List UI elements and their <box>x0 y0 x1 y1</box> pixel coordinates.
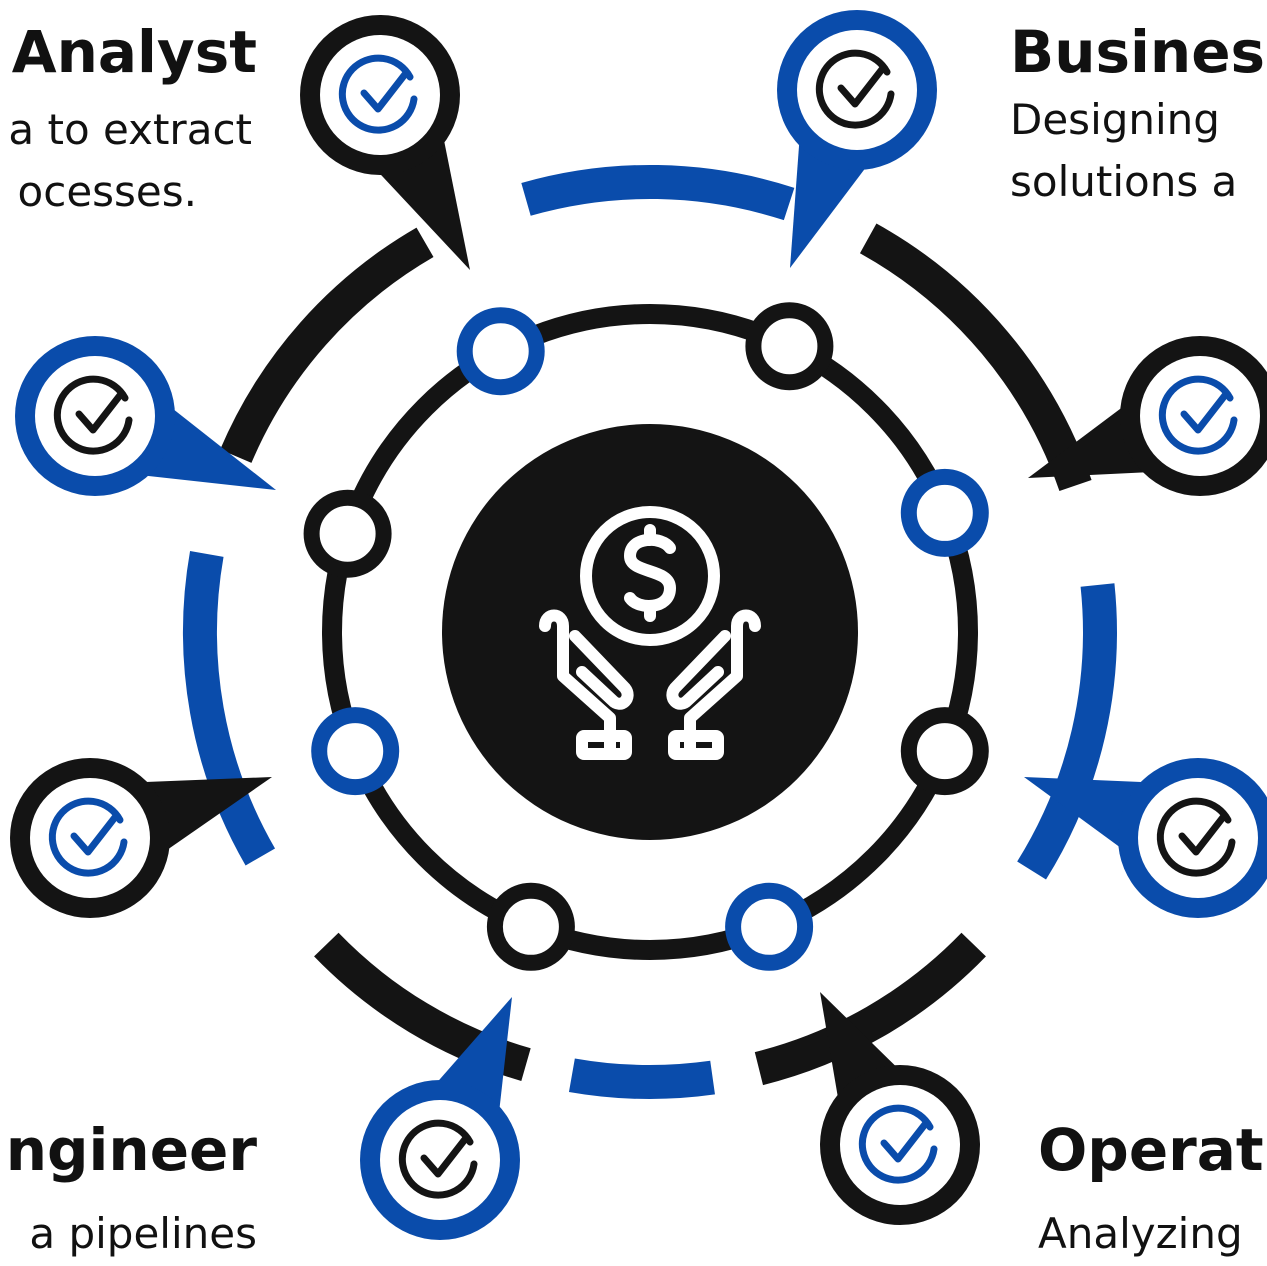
top-right-desc-line1: Designing <box>1010 95 1220 144</box>
inner-ring-node <box>311 707 400 796</box>
pin-bottom-right <box>820 992 980 1225</box>
pin-inner <box>30 778 150 898</box>
bottom-left-desc-line1: a pipelines <box>29 1209 257 1258</box>
inner-ring-track <box>322 304 978 960</box>
inner-ring-node <box>303 489 392 578</box>
check-circle-icon <box>338 54 418 134</box>
top-right-desc-line2: solutions a <box>1010 157 1238 206</box>
outer-ring-segment <box>183 550 276 866</box>
pin-inner <box>1138 778 1258 898</box>
hand-holding-dollar-icon <box>539 506 761 760</box>
check-circle-icon <box>815 49 895 129</box>
check-circle-icon <box>1158 375 1238 455</box>
pin-bottom-left <box>360 997 520 1240</box>
outer-ring-segment <box>1017 583 1117 880</box>
top-left-title: Analyst <box>11 18 257 86</box>
pin-inner <box>35 356 155 476</box>
inner-ring <box>303 302 989 971</box>
pins <box>10 10 1267 1240</box>
outer-ring-segment <box>568 1058 715 1099</box>
pin-inner <box>380 1100 500 1220</box>
pin-top-left <box>300 15 470 271</box>
top-left-desc-line1: a to extract <box>8 105 252 154</box>
pin-top-right <box>777 10 937 268</box>
pin-inner <box>1140 356 1260 476</box>
top-left-desc-line2: ocesses. <box>17 167 197 216</box>
center-node <box>442 424 858 840</box>
check-circle-icon <box>398 1119 478 1199</box>
inner-ring-node <box>745 302 834 391</box>
outer-ring-segment <box>521 165 795 221</box>
outer-ring-segment <box>754 932 986 1086</box>
pin-left-upper <box>15 336 276 496</box>
outer-ring-segment <box>220 227 434 463</box>
pin-inner <box>320 35 440 155</box>
check-circle-icon <box>858 1104 938 1184</box>
pin-right-upper <box>1028 336 1267 496</box>
center-circle <box>442 424 858 840</box>
inner-ring-node <box>900 707 989 796</box>
bottom-left-title: ngineer <box>5 1116 257 1184</box>
check-circle-icon <box>48 797 128 877</box>
inner-ring-node <box>900 468 989 557</box>
outer-ring-segment <box>859 223 1092 492</box>
bottom-right-title: Operat <box>1038 1116 1264 1184</box>
pin-right-lower <box>1024 758 1267 918</box>
check-circle-icon <box>1156 797 1236 877</box>
pin-inner <box>797 30 917 150</box>
check-circle-icon <box>53 375 133 455</box>
pin-left-lower <box>10 758 272 918</box>
inner-ring-node <box>456 307 545 396</box>
inner-ring-node <box>725 882 814 971</box>
pin-inner <box>840 1085 960 1205</box>
top-right-title: Busines <box>1010 18 1266 86</box>
inner-ring-node <box>486 882 575 971</box>
bottom-right-desc-line1: Analyzing <box>1038 1209 1243 1258</box>
